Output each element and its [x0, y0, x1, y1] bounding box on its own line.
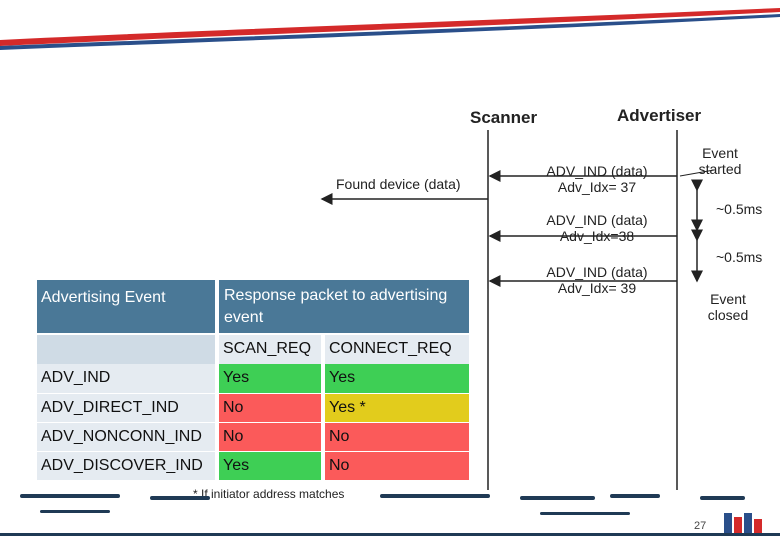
footer-dash — [40, 510, 110, 513]
subheader-connect-req: CONNECT_REQ — [325, 335, 469, 364]
message-label-2: ADV_IND (data) Adv_Idx=38 — [546, 212, 648, 244]
event-closed-label: Event closed — [707, 291, 749, 323]
header-response-packet: Response packet to advertising event — [219, 280, 469, 333]
interval-label-1: ~0.5ms — [716, 201, 763, 217]
footer-bar — [0, 533, 780, 536]
footer-dash — [610, 494, 660, 498]
cell-scan-adv-direct-ind: No — [219, 394, 321, 422]
subheader-empty — [37, 335, 215, 364]
row-name-adv-discover-ind: ADV_DISCOVER_IND — [37, 452, 215, 480]
top-banner-swoosh — [0, 8, 780, 50]
header-advertising-event: Advertising Event — [37, 280, 215, 333]
event-started-label: Event started — [698, 145, 742, 177]
footer-dash — [150, 496, 210, 500]
cell-connect-adv-direct-ind: Yes * — [325, 394, 469, 422]
scanner-label: Scanner — [470, 108, 538, 127]
table-footnote: * If initiator address matches — [193, 487, 345, 501]
advertiser-label: Advertiser — [617, 106, 702, 125]
footer-dash — [380, 494, 490, 498]
message-label-1: ADV_IND (data) Adv_Idx= 37 — [546, 163, 648, 195]
cell-scan-adv-nonconn-ind: No — [219, 423, 321, 451]
footer-dash — [700, 496, 745, 500]
cell-scan-adv-ind: Yes — [219, 364, 321, 393]
footer-dash — [520, 496, 595, 500]
footer-dash — [540, 512, 630, 515]
footer-dash — [20, 494, 120, 498]
cell-scan-adv-discover-ind: Yes — [219, 452, 321, 480]
row-name-adv-ind: ADV_IND — [37, 364, 215, 393]
event-started-pointer — [679, 169, 715, 177]
interval-label-2: ~0.5ms — [716, 249, 763, 265]
cell-connect-adv-nonconn-ind: No — [325, 423, 469, 451]
found-device-label: Found device (data) — [336, 176, 461, 192]
message-label-3: ADV_IND (data) Adv_Idx= 39 — [546, 264, 648, 296]
subheader-scan-req: SCAN_REQ — [219, 335, 321, 364]
cell-connect-adv-ind: Yes — [325, 364, 469, 393]
row-name-adv-direct-ind: ADV_DIRECT_IND — [37, 394, 215, 422]
page-number: 27 — [694, 520, 707, 532]
cell-connect-adv-discover-ind: No — [325, 452, 469, 480]
row-name-adv-nonconn-ind: ADV_NONCONN_IND — [37, 423, 215, 451]
